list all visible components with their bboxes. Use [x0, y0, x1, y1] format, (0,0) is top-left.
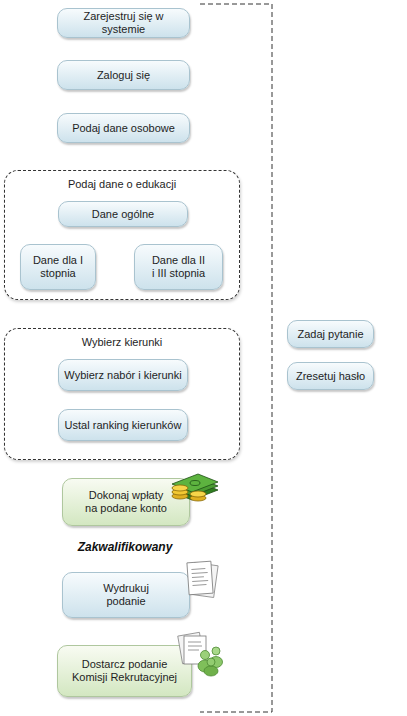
- text-lines: [191, 568, 208, 585]
- process-box: Dane ogólne: [58, 201, 188, 227]
- process-box: Zaloguj się: [57, 60, 190, 90]
- box-label: Zaloguj się: [97, 69, 150, 82]
- submit-icon: [178, 632, 223, 676]
- group-title: Podaj dane o edukacji: [5, 178, 239, 190]
- money-icon: [172, 474, 218, 501]
- process-box: Wybierz nabór i kierunki: [58, 359, 188, 391]
- page: [184, 636, 206, 664]
- coin: [172, 485, 188, 491]
- box-label: Zadaj pytanie: [297, 328, 363, 341]
- process-box: Dostarcz podanie Komisji Rekrutacyjnej: [57, 645, 192, 697]
- people: [198, 647, 223, 676]
- process-box: Dokonaj wpłaty na podane konto: [62, 478, 190, 526]
- text-lines: [188, 642, 202, 650]
- coin: [190, 495, 206, 501]
- process-box: Wydrukuj podanie: [62, 572, 190, 618]
- process-box: Dane dla II i III stopnia: [134, 244, 223, 290]
- group-frame: Podaj dane o edukacjiDane ogólneDane dla…: [4, 170, 240, 300]
- process-box: Zadaj pytanie: [287, 320, 374, 348]
- page: [190, 562, 218, 597]
- box-label: Dane dla I stopnia: [32, 254, 84, 280]
- box-label: Zarejestruj się w systemie: [64, 10, 184, 36]
- dashed-bracket: [200, 4, 272, 712]
- page: [178, 632, 205, 663]
- process-box: Zarejestruj się w systemie: [57, 8, 190, 38]
- banknote-mark: [190, 481, 200, 486]
- box-label: Podaj dane osobowe: [72, 122, 175, 135]
- banknote: [172, 482, 218, 500]
- box-label: Wydrukuj podanie: [96, 582, 156, 608]
- group-frame: Wybierz kierunkiWybierz nabór i kierunki…: [4, 328, 240, 460]
- group-title: Wybierz kierunki: [5, 336, 239, 348]
- page: [187, 561, 213, 595]
- state-label: Zakwalifikowany: [60, 540, 190, 554]
- process-box: Zresetuj hasło: [287, 362, 374, 390]
- document-icon: [187, 561, 218, 597]
- box-label: Dane dla II i III stopnia: [150, 254, 208, 280]
- coin: [190, 491, 206, 497]
- box-label: Dostarcz podanie Komisji Rekrutacyjnej: [66, 658, 184, 684]
- box-label: Dokonaj wpłaty na podane konto: [82, 489, 170, 515]
- banknote: [172, 474, 218, 492]
- coin: [172, 493, 188, 499]
- box-label: Zresetuj hasło: [296, 370, 365, 383]
- process-box: Podaj dane osobowe: [57, 113, 190, 143]
- box-label: Ustal ranking kierunków: [65, 419, 182, 432]
- box-label: Wybierz nabór i kierunki: [64, 369, 181, 382]
- process-box: Ustal ranking kierunków: [58, 409, 188, 441]
- box-label: Dane ogólne: [92, 208, 154, 221]
- banknote: [172, 478, 218, 496]
- coin: [172, 489, 188, 495]
- process-box: Dane dla I stopnia: [20, 244, 96, 290]
